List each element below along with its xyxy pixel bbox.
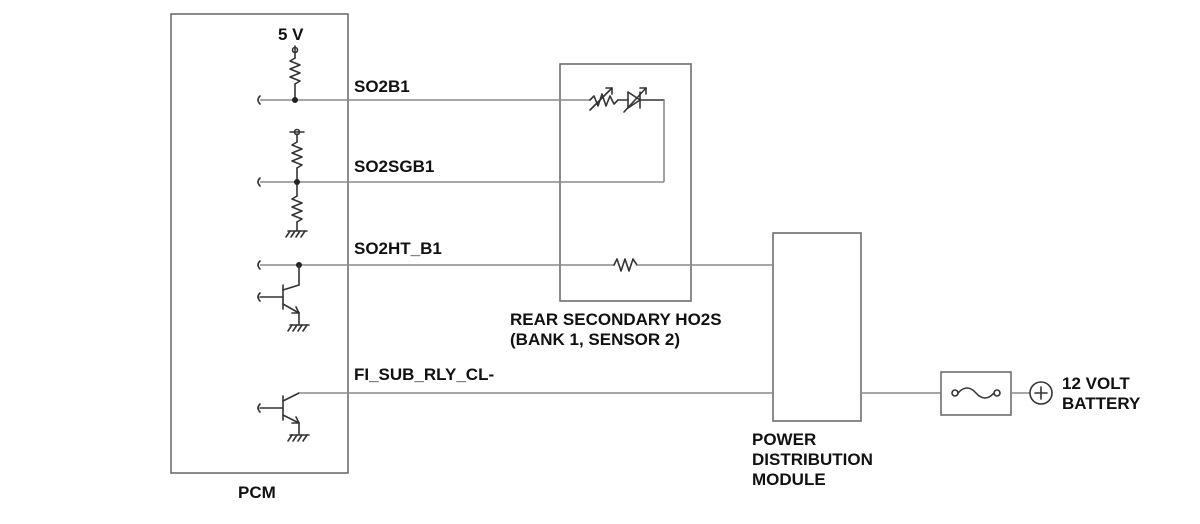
pullup-resistor-icon — [289, 45, 301, 101]
so2b1-junction — [292, 97, 298, 103]
relay-transistor-icon — [257, 392, 300, 435]
battery-label-line1: 12 VOLT — [1062, 374, 1130, 393]
signal-so2ht-label: SO2HT_B1 — [354, 239, 442, 258]
sensor-element-icon — [589, 87, 665, 113]
pdm-label-line2: DISTRIBUTION — [752, 450, 873, 469]
signal-so2sgb1-label: SO2SGB1 — [354, 157, 434, 176]
battery-label-line2: BATTERY — [1062, 394, 1141, 413]
signal-fi-sub-rly-label: FI_SUB_RLY_CL- — [354, 365, 494, 384]
ho2s-label-line1: REAR SECONDARY HO2S — [510, 310, 722, 329]
pcm-label: PCM — [238, 483, 276, 502]
heater-resistor-icon — [613, 258, 638, 272]
ho2s-label-line2: (BANK 1, SENSOR 2) — [510, 330, 680, 349]
ground-icon — [287, 324, 310, 332]
so2sgb1-junction — [294, 179, 300, 185]
fuse-icon — [940, 371, 1012, 416]
ground-icon — [287, 434, 310, 442]
supply-voltage-label: 5 V — [278, 25, 304, 44]
so2b1-connector-icon — [257, 95, 261, 105]
pcm-box — [170, 13, 349, 474]
pdm-label-line1: POWER — [752, 430, 816, 449]
heater-transistor-icon — [257, 264, 300, 325]
battery-icon — [1029, 381, 1053, 405]
pdm-label-line3: MODULE — [752, 470, 826, 489]
so2sgb1-connector-icon — [257, 177, 261, 187]
so2ht-connector-icon — [257, 260, 261, 270]
signal-so2b1-label: SO2B1 — [354, 77, 410, 96]
pdm-box — [772, 232, 862, 422]
ground-icon — [285, 230, 308, 238]
